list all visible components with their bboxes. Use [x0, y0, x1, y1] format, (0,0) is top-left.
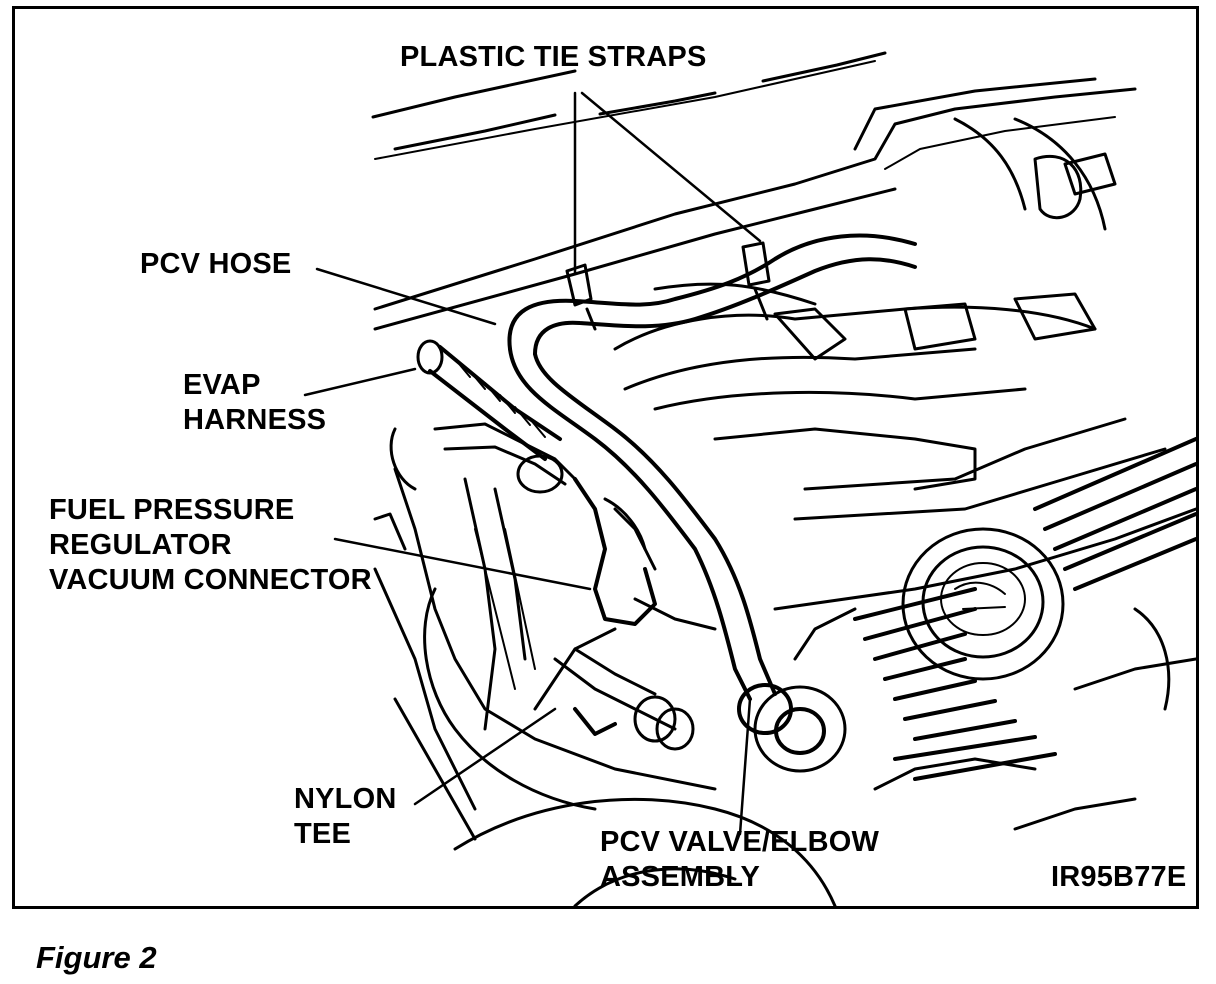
label-harness: HARNESS — [183, 404, 327, 436]
pcv-valve-elbow — [737, 683, 847, 773]
valve-cover-ribs — [853, 437, 1196, 781]
leader-lines — [303, 91, 762, 836]
evap-harness — [416, 339, 562, 461]
oil-filler-cap — [901, 527, 1065, 681]
figure-code: IR95B77E — [1051, 861, 1187, 893]
label-vacuum-connector: VACUUM CONNECTOR — [49, 564, 372, 596]
label-tee: TEE — [294, 818, 351, 850]
nylon-tee-and-lines — [533, 597, 717, 751]
label-plastic-tie-straps: PLASTIC TIE STRAPS — [400, 41, 707, 73]
fuel-rail-and-regulator — [433, 422, 657, 731]
label-regulator: REGULATOR — [49, 529, 232, 561]
label-fuel-pressure: FUEL PRESSURE — [49, 494, 295, 526]
lower-engine-outline — [373, 427, 1196, 906]
plastic-tie-straps — [565, 241, 771, 331]
engine-cover-outline — [373, 77, 1137, 331]
label-pcv-valve-elbow: PCV VALVE/ELBOW — [600, 826, 880, 858]
hood-outline-lines — [371, 51, 887, 160]
label-pcv-hose: PCV HOSE — [140, 248, 292, 280]
figure-frame: PLASTIC TIE STRAPS PCV HOSE EVAP HARNESS… — [12, 6, 1199, 909]
label-assembly: ASSEMBLY — [600, 861, 761, 893]
pcv-hose — [507, 233, 917, 701]
label-evap: EVAP — [183, 369, 261, 401]
figure-caption: Figure 2 — [36, 940, 157, 975]
label-nylon: NYLON — [294, 783, 397, 815]
engine-illustration — [303, 51, 1196, 906]
